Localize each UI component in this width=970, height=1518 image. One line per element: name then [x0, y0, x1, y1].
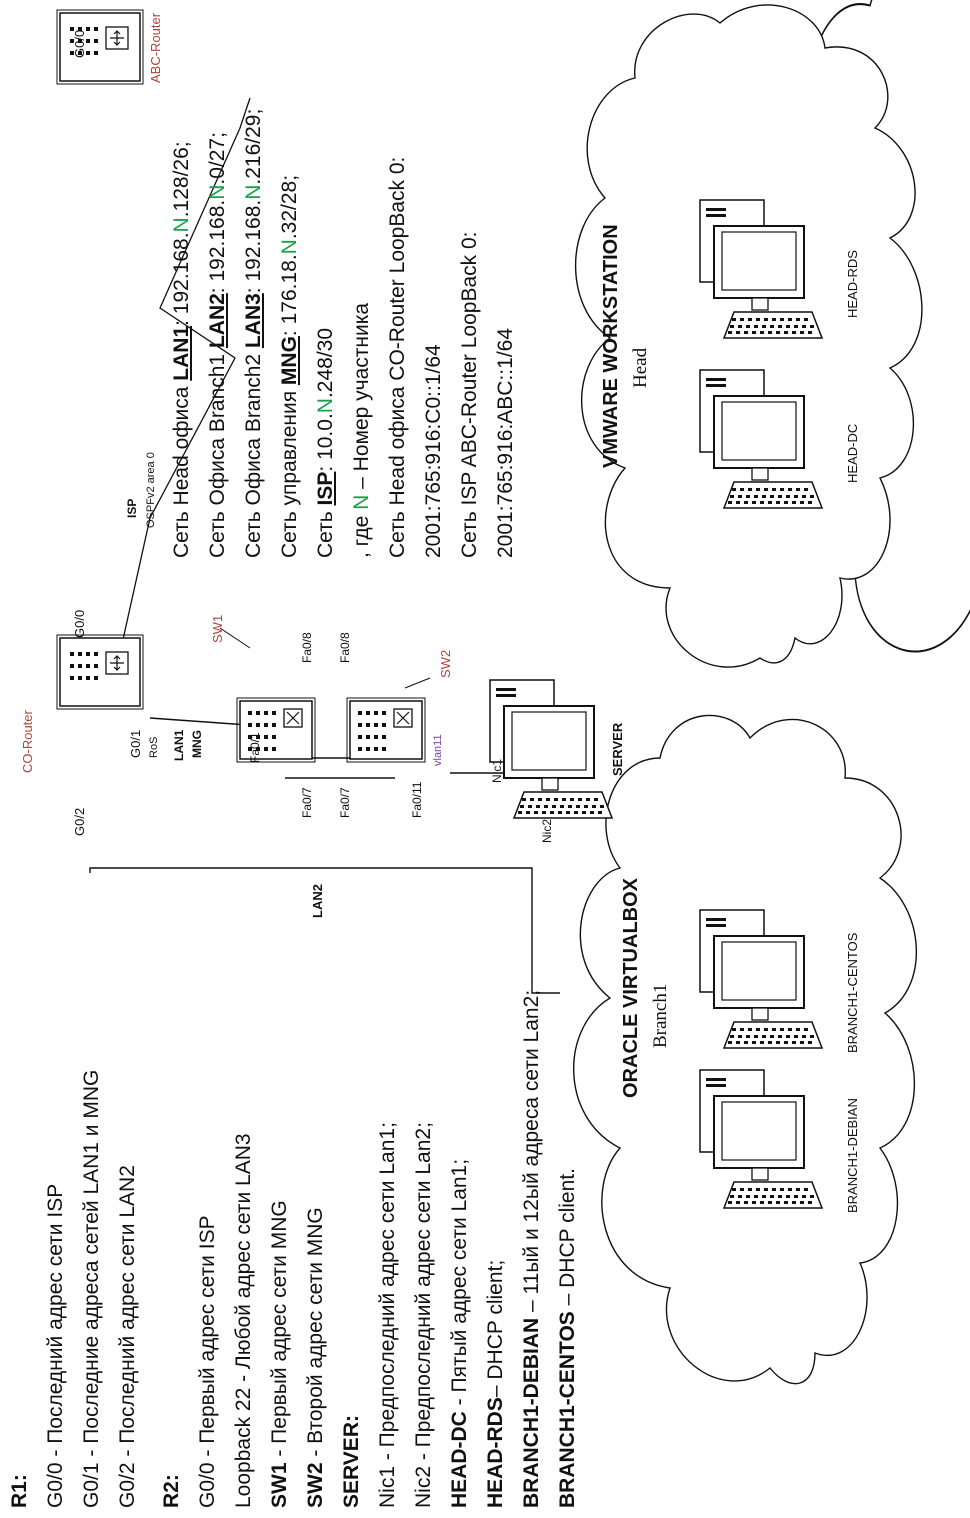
branch1-centos-label: BRANCH1-CENTOS: [845, 932, 860, 1053]
head-rds-requirement: HEAD-RDS– DHCP client;: [484, 1259, 507, 1508]
co-loopback-title: Сеть Head офиса CO-Router LoopBack 0:: [386, 156, 409, 558]
sw2-fa011-label: Fa0/11: [410, 781, 424, 818]
sw2-fa07-label: Fa0/7: [338, 787, 352, 818]
vlan11-label: vlan11: [432, 734, 444, 766]
mng-link-label: MNG: [190, 730, 204, 758]
vmware-title: VMWARE WORKSTATION: [600, 224, 622, 468]
sw2-fa08-label: Fa0/8: [338, 632, 352, 663]
abc-loopback-title: Сеть ISP ABC-Router LoopBack 0:: [458, 231, 481, 558]
sw1-requirement: SW1 - Первый адрес сети MNG: [268, 1200, 291, 1508]
lan3-network: Сеть Офиса Branch2 LAN3: 192.168.N.216/2…: [242, 108, 265, 558]
sw2-requirement: SW2 - Второй адрес сети MNG: [304, 1207, 327, 1508]
branch1-debian-requirement: BRANCH1-DEBIAN – 11ый и 12ый адреса сети…: [520, 989, 543, 1508]
head-rds-label: HEAD-RDS: [845, 250, 860, 318]
isp-network: Сеть ISP: 10.0.N.248/30: [314, 327, 337, 558]
virtualbox-cloud: [572, 714, 917, 1385]
nic1-label: Nic1: [490, 758, 504, 783]
sw2-label: SW2: [438, 649, 453, 678]
head-dc-requirement: HEAD-DC - Пятый адрес сети Lan1;: [448, 1158, 471, 1508]
r1-line: G0/2 - Последний адрес сети LAN2: [116, 1165, 139, 1508]
abc-router-icon: [56, 9, 144, 85]
ros-label: RoS: [148, 736, 160, 758]
sw1-fa08-label: Fa0/8: [300, 632, 314, 663]
r2-line: G0/0 - Первый адрес сети ISP: [196, 1215, 219, 1508]
head-dc-label: HEAD-DC: [845, 423, 860, 483]
r2-title: R2:: [160, 1474, 183, 1508]
mng-network: Сеть управления MNG: 176.18.N.32/28;: [278, 174, 301, 558]
n-note: , где N – Номер участника: [350, 302, 373, 558]
isp-serial-link: [109, 97, 251, 699]
vmware-subtitle: Head: [630, 347, 651, 388]
r1-line: G0/0 - Последний адрес сети ISP: [44, 1183, 67, 1508]
server-line: Nic1 - Предпоследний адрес сети Lan1;: [376, 1122, 399, 1508]
server-label: SERVER: [610, 722, 625, 776]
abc-loopback-address: 2001:765:916:ABC::1/64: [494, 327, 517, 558]
abc-router-label: ABC-Router: [148, 12, 163, 83]
lan2-link-label: LAN2: [310, 884, 325, 918]
virtualbox-subtitle: Branch1: [650, 983, 671, 1048]
lan2-link: [89, 867, 560, 994]
lan2-network: Сеть Офиса Branch1 LAN2: 192.168.N.0/27;: [206, 132, 229, 558]
lan1-network: Сеть Head офиса LAN1: 192.168.N.128/26;: [170, 141, 193, 558]
server-pc-icon: [489, 679, 613, 819]
r2-line: Loopback 22 - Любой адрес сети LAN3: [232, 1133, 255, 1508]
isp-title: ISP: [125, 498, 139, 518]
co-loopback-address: 2001:765:916:C0::1/64: [422, 344, 445, 558]
branch1-debian-label: BRANCH1-DEBIAN: [845, 1098, 860, 1213]
sw1-fa07-label: Fa0/7: [300, 787, 314, 818]
co-router-icon: [56, 634, 144, 710]
r1-line: G0/1 - Последние адреса сетей LAN1 и MNG: [80, 1069, 103, 1508]
co-g01-label: G0/1: [128, 729, 143, 758]
sw1-fa01-label: Fa0/1: [248, 732, 262, 763]
virtualbox-title: ORACLE VIRTUALBOX: [620, 878, 642, 1098]
co-router-label: CO-Router: [20, 710, 35, 773]
sw1-label: SW1: [210, 614, 225, 643]
co-g02-label: G0/2: [72, 807, 87, 836]
abc-g00-label: G0/0: [72, 29, 87, 58]
ospf-label: OSPFv2 area 0: [145, 452, 157, 528]
lan1-link-label: LAN1: [172, 729, 186, 761]
server-line: Nic2 - Предпоследний адрес сети Lan2;: [412, 1122, 435, 1508]
nic2-label: Nic2: [540, 818, 554, 843]
sw2-switch-icon: [346, 697, 426, 763]
branch1-centos-requirement: BRANCH1-CENTOS – DHCP client.: [556, 1168, 579, 1508]
server-title: SERVER:: [340, 1415, 363, 1508]
co-g00-label: G0/0: [72, 609, 87, 638]
r1-title: R1:: [8, 1474, 31, 1508]
